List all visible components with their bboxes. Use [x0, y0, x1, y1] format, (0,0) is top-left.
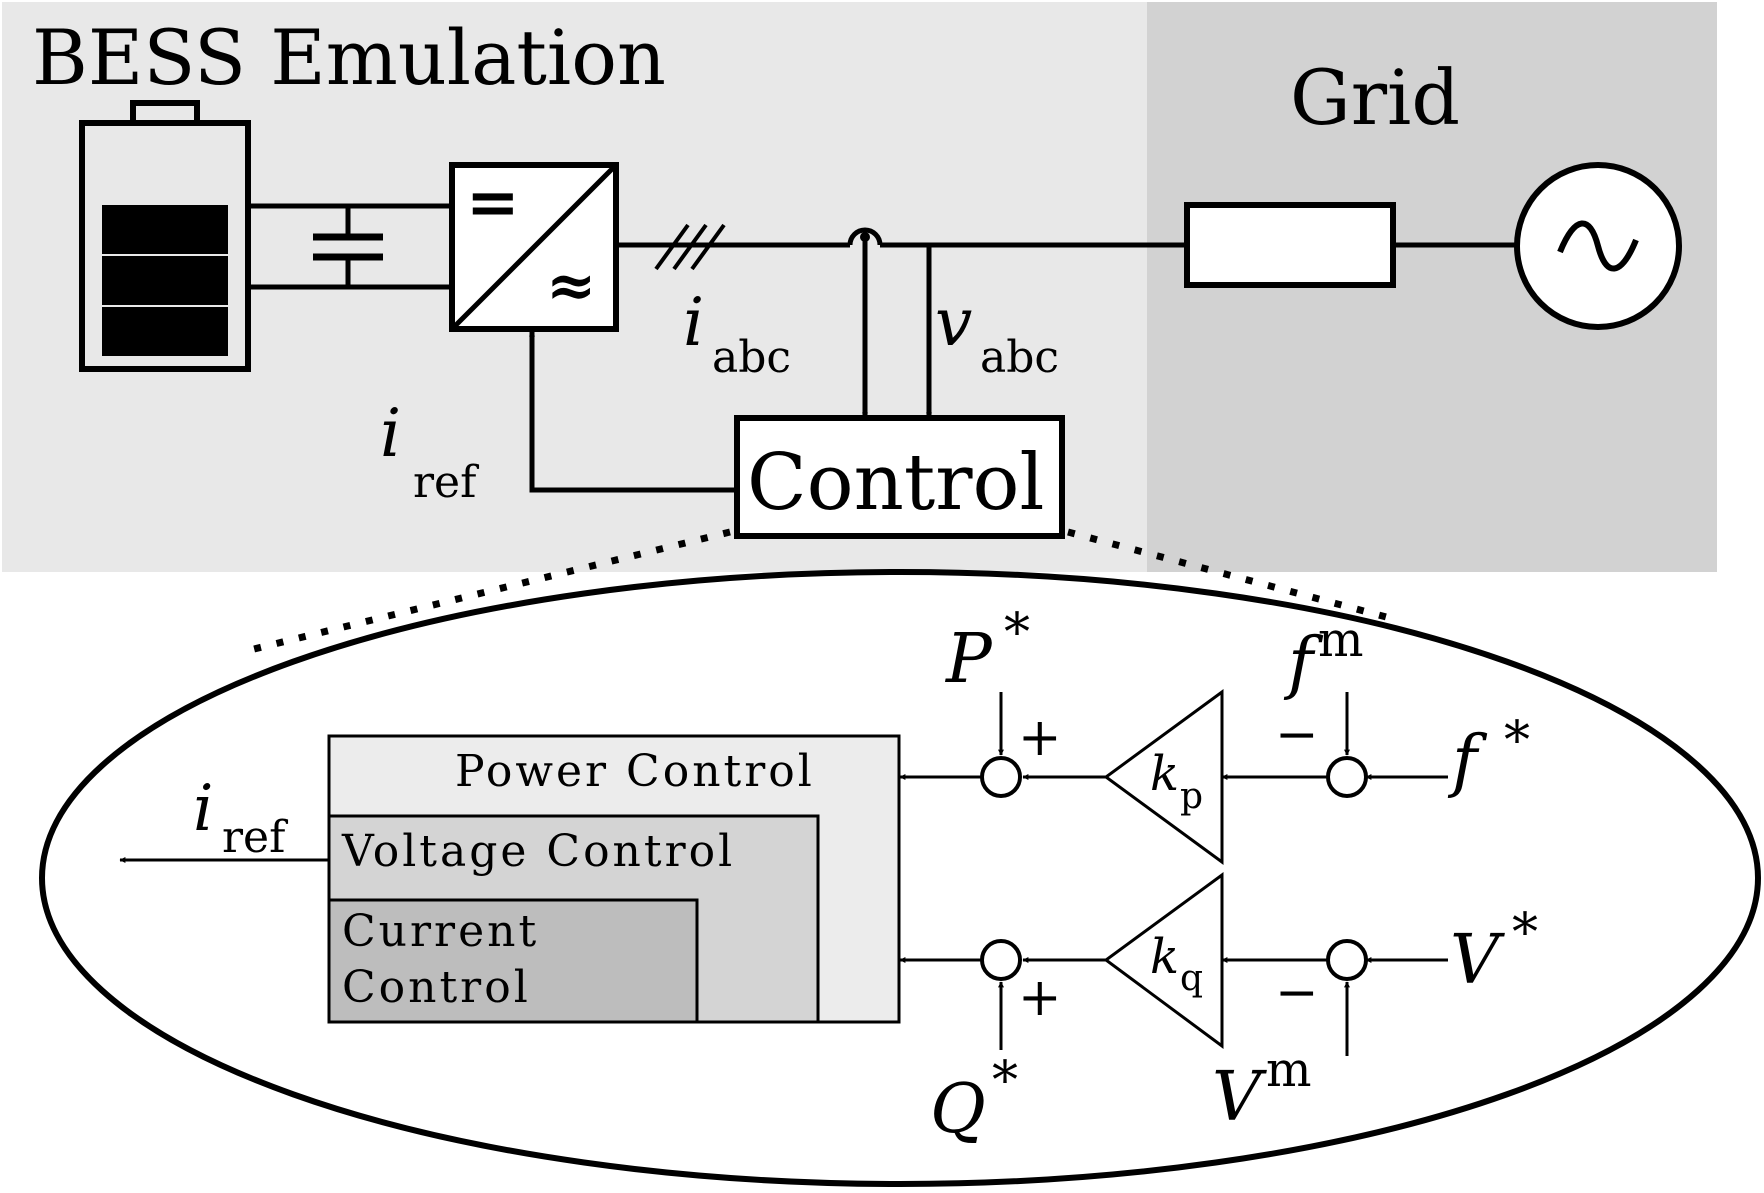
q-loop	[899, 957, 1448, 1056]
dc-bus	[248, 203, 452, 290]
control-box	[734, 415, 1065, 539]
q-sum-junction	[980, 939, 1022, 981]
current-control-label-2: Control	[342, 962, 531, 1013]
kp-label: k	[1150, 746, 1179, 802]
iabc-label: i	[683, 284, 704, 361]
v-sum-junction	[1326, 939, 1368, 981]
iref-detail-sub: ref	[222, 812, 288, 863]
control-label: Control	[747, 438, 1044, 528]
ac-symbol: ≈	[546, 251, 596, 321]
iref-top-sub: ref	[413, 457, 479, 508]
kq-gain	[1103, 872, 1224, 1049]
v-star-sup: *	[1512, 903, 1538, 963]
grid-title: Grid	[1290, 53, 1460, 142]
vabc-label: v	[935, 284, 972, 361]
voltage-control-label: Voltage Control	[341, 826, 735, 877]
p-star-label: P	[944, 620, 993, 699]
p-loop	[899, 692, 1448, 780]
bess-title: BESS Emulation	[32, 13, 666, 102]
v-minus: −	[1275, 963, 1319, 1023]
q-star-label: Q	[930, 1070, 986, 1149]
fm-sup: m	[1318, 612, 1364, 668]
p-sum-junction	[980, 756, 1022, 798]
p-plus: +	[1018, 708, 1062, 768]
ac-source-icon	[1514, 162, 1682, 330]
f-star-sup: *	[1504, 711, 1530, 771]
iref-top-label: i	[380, 395, 401, 472]
v-star-label: V	[1450, 921, 1505, 1000]
vm-label: V	[1212, 1058, 1267, 1137]
kq-label: k	[1150, 929, 1179, 985]
grid-impedance	[1184, 202, 1396, 288]
iref-detail-label: i	[193, 772, 213, 846]
vabc-sub: abc	[980, 332, 1059, 383]
kq-sub: q	[1180, 958, 1203, 999]
p-star-sup: *	[1004, 603, 1030, 663]
iabc-sub: abc	[712, 332, 791, 383]
battery-icon	[79, 100, 251, 372]
f-sum-junction	[1326, 756, 1368, 798]
q-star-sup: *	[992, 1051, 1018, 1111]
current-control-label-1: Current	[342, 906, 539, 957]
vm-sup: m	[1266, 1042, 1312, 1098]
kp-sub: p	[1180, 776, 1203, 817]
three-phase-marks	[654, 223, 726, 271]
current-control-box	[327, 898, 699, 1024]
dc-symbol: =	[466, 165, 520, 240]
capacitor-icon	[313, 233, 383, 261]
kp-gain	[1103, 689, 1224, 865]
q-plus: +	[1018, 968, 1062, 1028]
f-minus: −	[1275, 705, 1319, 765]
power-control-label: Power Control	[455, 746, 815, 797]
zoom-line-right	[1067, 528, 1391, 622]
iref-feedback-path	[529, 330, 737, 493]
